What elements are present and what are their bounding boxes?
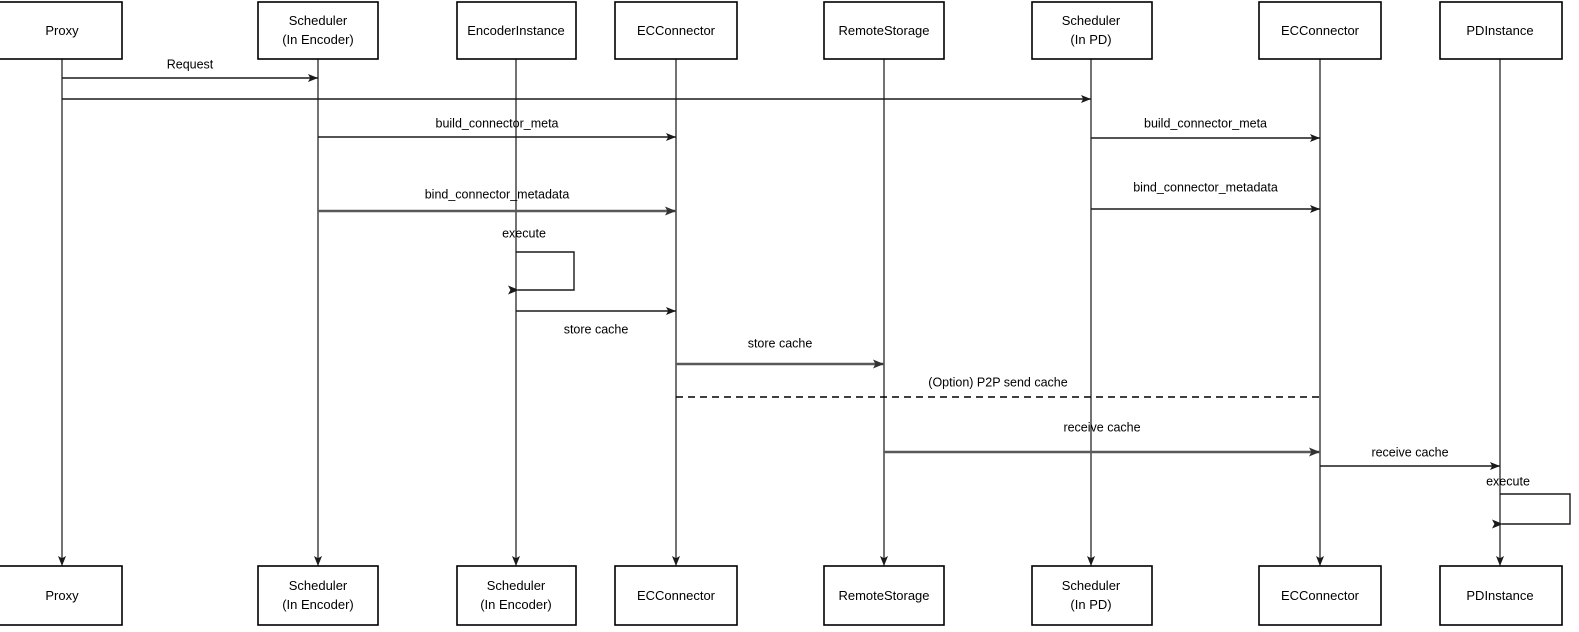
participant-box-proxy-bottom[interactable]: Proxy [0,565,123,626]
self-messages-layer: execute execute [502,226,1571,529]
message-build-connector-meta-l[interactable]: build_connector_meta [318,116,676,141]
participant-label-line1: PDInstance [1466,588,1533,603]
participant-label-line1: Scheduler [487,578,546,593]
message-label-p2p-send-cache: (Option) P2P send cache [928,375,1067,389]
participant-label-line2: (In Encoder) [282,32,354,47]
message-store-cache-1[interactable]: store cache [516,307,676,336]
self-message-label-execute-encoder: execute [502,226,546,240]
message-label-receive-cache-2: receive cache [1371,445,1448,459]
participant-box-pd-instance-top[interactable]: PDInstance [1439,1,1563,60]
message-label-request: Request [167,57,214,71]
message-bind-connector-meta-l[interactable]: bind_connector_metadata [318,187,676,216]
participant-label-line1: RemoteStorage [838,23,929,38]
participant-label-line1: ECConnector [1281,588,1360,603]
message-p2p-send-cache[interactable]: (Option) P2P send cache [676,375,1320,398]
participant-label-line1: Scheduler [1062,13,1121,28]
message-receive-cache-1[interactable]: receive cache [884,420,1320,457]
participant-box-ec-connector-1-bottom[interactable]: ECConnector [614,565,738,626]
participant-box-remote-storage-bottom[interactable]: RemoteStorage [823,565,945,626]
self-message-execute-encoder[interactable]: execute [502,226,575,295]
participant-label-line1: Scheduler [289,13,348,28]
participant-box-remote-storage-top[interactable]: RemoteStorage [823,1,945,60]
participant-label-line1: ECConnector [637,588,716,603]
participant-label-line1: ECConnector [637,23,716,38]
participant-box-ec-connector-2-top[interactable]: ECConnector [1258,1,1382,60]
participant-label-line1: PDInstance [1466,23,1533,38]
participant-label-line2: (In PD) [1070,597,1111,612]
participant-box-ec-connector-1-top[interactable]: ECConnector [614,1,738,60]
participant-label-line1: ECConnector [1281,23,1360,38]
message-label-receive-cache-1: receive cache [1063,420,1140,434]
participant-label-line1: Proxy [45,588,79,603]
message-label-build-connector-meta-r: build_connector_meta [1144,116,1267,130]
participant-box-proxy-top[interactable]: Proxy [0,1,123,60]
top-participant-boxes: Proxy Scheduler (In Encoder) EncoderInstanc… [0,1,1563,60]
participant-label-line1: EncoderInstance [467,23,565,38]
participant-label-line2: (In Encoder) [282,597,354,612]
message-receive-cache-2[interactable]: receive cache [1320,445,1500,470]
participant-box-ec-connector-2-bottom[interactable]: ECConnector [1258,565,1382,626]
bottom-participant-boxes: Proxy Scheduler (In Encoder) Scheduler (In E… [0,565,1563,626]
message-label-store-cache-1: store cache [564,322,629,336]
participant-label-line1: RemoteStorage [838,588,929,603]
message-label-build-connector-meta-l: build_connector_meta [436,116,559,130]
message-label-store-cache-2: store cache [748,336,813,350]
self-message-label-execute-pd-instance: execute [1486,474,1530,488]
message-label-bind-connector-meta-r: bind_connector_metadata [1133,180,1278,194]
participant-box-pd-instance-bottom[interactable]: PDInstance [1439,565,1563,626]
participant-box-scheduler-pd-top[interactable]: Scheduler (In PD) [1031,1,1153,60]
lifelines-layer [58,59,1504,566]
message-store-cache-2[interactable]: store cache [676,336,884,369]
participant-label-line1: Proxy [45,23,79,38]
participant-box-encoder-instance-bottom[interactable]: Scheduler (In Encoder) [456,565,577,626]
participant-label-line1: Scheduler [289,578,348,593]
message-build-connector-meta-r[interactable]: build_connector_meta [1091,116,1320,142]
participant-box-encoder-instance-top[interactable]: EncoderInstance [456,1,577,60]
message-request[interactable]: Request [62,57,318,82]
participant-box-scheduler-encoder-bottom[interactable]: Scheduler (In Encoder) [257,565,379,626]
message-label-bind-connector-meta-l: bind_connector_metadata [425,187,570,201]
self-message-path-execute-encoder [508,251,575,295]
participant-box-scheduler-pd-bottom[interactable]: Scheduler (In PD) [1031,565,1153,626]
messages-layer: Request build_connector_meta build_connect… [62,57,1500,470]
self-message-path-execute-pd-instance [1492,493,1571,529]
participant-label-line2: (In Encoder) [480,597,552,612]
participant-label-line1: Scheduler [1062,578,1121,593]
participant-box-scheduler-encoder-top[interactable]: Scheduler (In Encoder) [257,1,379,60]
message-bind-connector-meta-r[interactable]: bind_connector_metadata [1091,180,1320,213]
self-message-execute-pd-instance[interactable]: execute [1486,474,1571,529]
participant-label-line2: (In PD) [1070,32,1111,47]
